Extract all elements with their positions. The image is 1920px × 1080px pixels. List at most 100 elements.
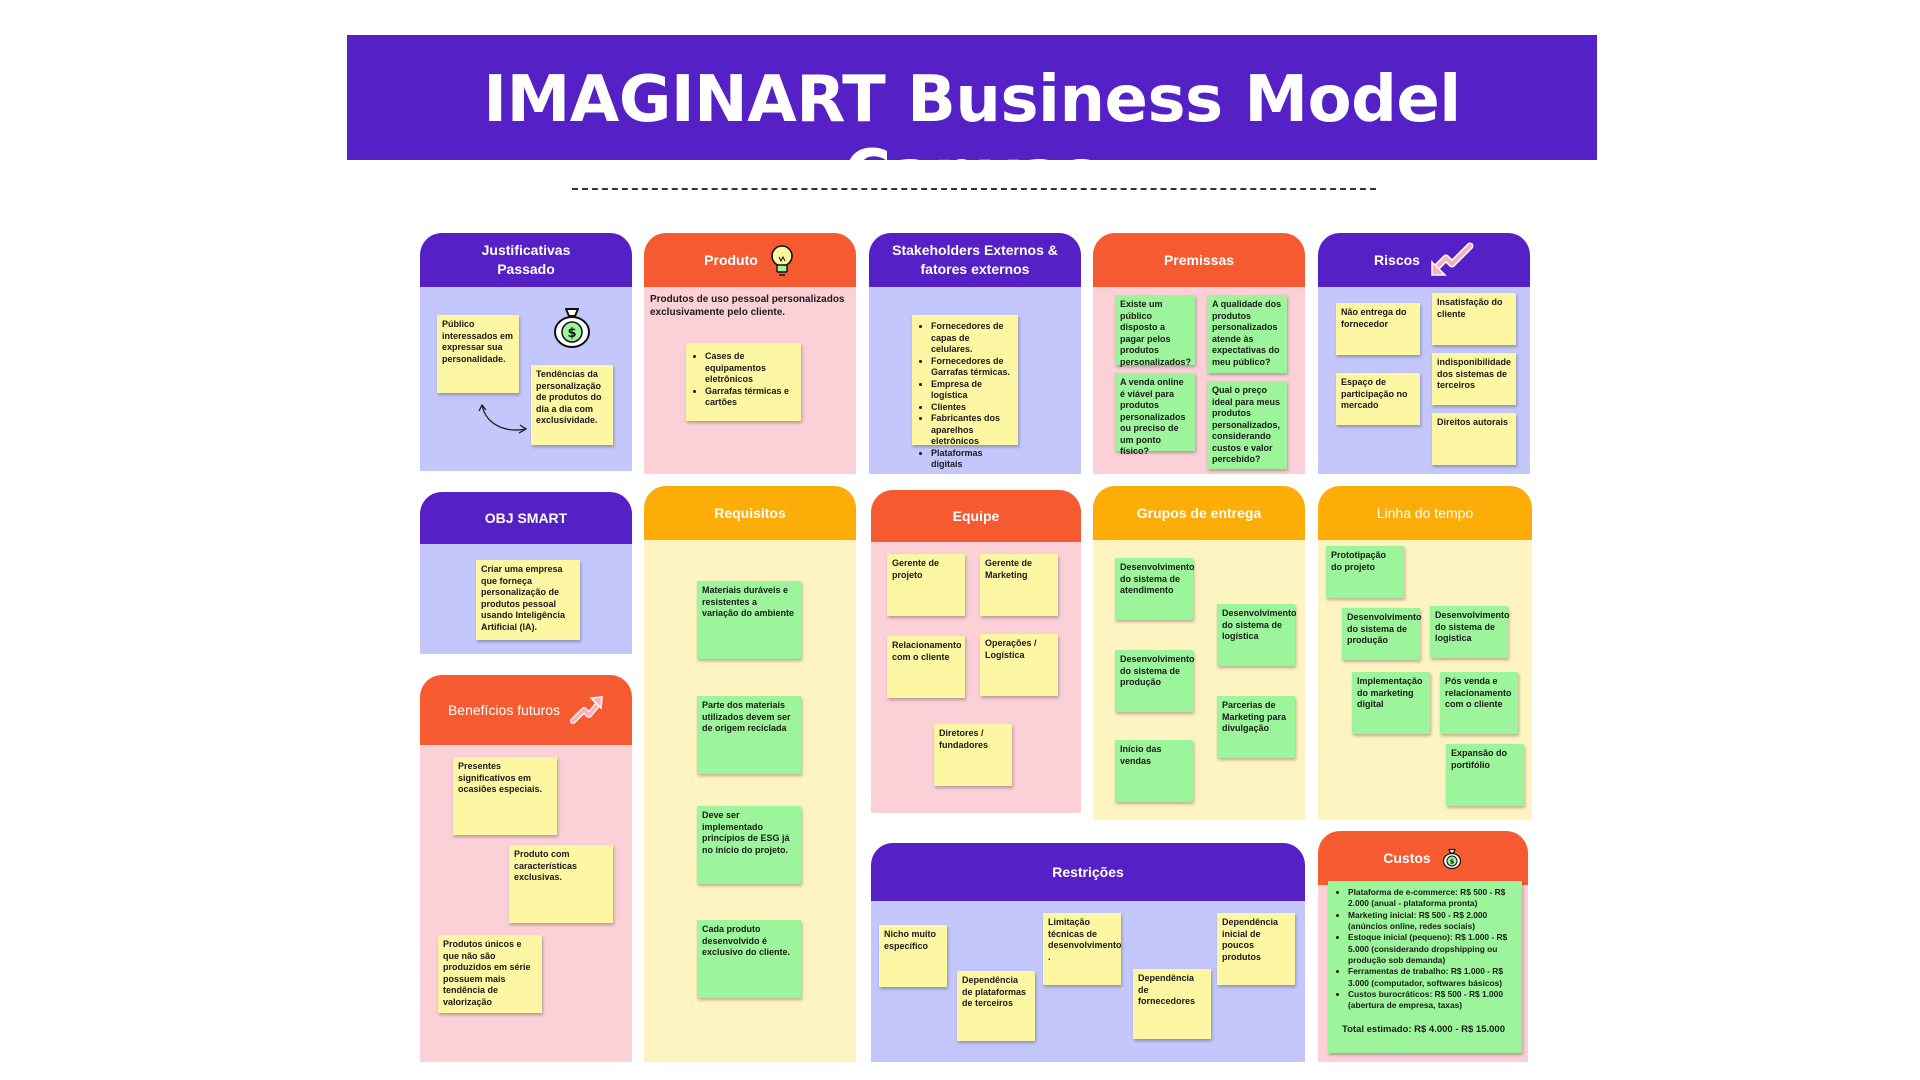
sticky-note: Insatisfação do cliente (1432, 293, 1516, 345)
panel-title: Stakeholders Externos & fatores externos (892, 242, 1058, 277)
panel-title: Justificativas Passado (481, 242, 571, 277)
sticky-note: Tendências da personalização de produtos… (531, 365, 613, 445)
sticky-note: Dependência de plataformas de terceiros (957, 971, 1035, 1041)
panel-stakeholders: Stakeholders Externos & fatores externos… (869, 233, 1081, 474)
list-item: Fornecedores de capas de celulares. (931, 321, 1013, 356)
panel-header: OBJ SMART (420, 492, 632, 544)
sticky-note: Qual o preço ideal para meus produtos pe… (1207, 381, 1287, 469)
panel-custos: Custos $ Plataforma de e-commerce: R$ 50… (1318, 831, 1528, 1062)
panel-header: Premissas (1093, 233, 1305, 287)
trend-down-icon (1430, 242, 1474, 278)
sticky-note: Gerente de Marketing (980, 554, 1058, 616)
panel-title: Grupos de entrega (1136, 504, 1262, 521)
list-item: Clientes (931, 402, 1013, 414)
panel-title: Custos (1383, 849, 1431, 866)
sticky-note: Dependência de fornecedores (1133, 969, 1211, 1039)
sticky-note: Parte dos materiais utilizados devem ser… (697, 696, 801, 774)
panel-header: Justificativas Passado (420, 233, 632, 287)
sticky-note: Dependência inicial de poucos produtos (1217, 913, 1295, 985)
panel-title: Equipe (952, 507, 1000, 524)
list-item: Empresa de logística (931, 379, 1013, 402)
title-banner: IMAGINART Business Model Canvas (347, 35, 1597, 211)
curved-arrow-icon (478, 401, 530, 442)
sticky-note: Prototipação do projeto (1326, 546, 1404, 598)
sticky-note: Espaço de participação no mercado (1336, 373, 1420, 425)
sticky-note: Desenvolvimento do sistema de logística (1217, 604, 1297, 666)
sticky-note: Operações / Logística (980, 634, 1058, 696)
sticky-note: Nicho muito específico (879, 925, 947, 987)
sticky-note: Implementação do marketing digital (1352, 672, 1430, 734)
panel-header: Grupos de entrega (1093, 486, 1305, 540)
sticky-note: Público interessados em expressar sua pe… (437, 315, 519, 393)
list-item: Marketing inicial: R$ 500 - R$ 2.000 (an… (1348, 910, 1518, 933)
sticky-note: Cases de equipamentos eletrônicosGarrafa… (686, 343, 801, 421)
panel-header: Stakeholders Externos & fatores externos (869, 233, 1081, 287)
sticky-note: Gerente de projeto (887, 554, 965, 616)
sticky-note: A venda online é viável para produtos pe… (1115, 373, 1195, 456)
sticky-note: Criar uma empresa que forneça personaliz… (476, 560, 580, 640)
panel-title: Requisitos (714, 504, 786, 521)
money-bag-icon: $ (550, 303, 594, 354)
sticky-note: Desenvolvimento do sistema de atendiment… (1115, 558, 1195, 620)
panel-obj-smart: OBJ SMART Criar uma empresa que forneça … (420, 492, 632, 654)
list-item: Plataforma de e-commerce: R$ 500 - R$ 2.… (1348, 887, 1518, 910)
list-item: Cases de equipamentos eletrônicos (705, 351, 796, 386)
panel-requisitos: Requisitos Materiais duráveis e resisten… (644, 486, 856, 1062)
panel-grupos: Grupos de entrega Desenvolvimento do sis… (1093, 486, 1305, 820)
costs-note (1328, 881, 1522, 1053)
panel-header: Riscos (1318, 233, 1530, 287)
panel-equipe: Equipe Gerente de projeto Gerente de Mar… (871, 490, 1081, 813)
sticky-note: Pós venda e relacionamento com o cliente (1440, 672, 1518, 734)
sticky-note: Expansão do portifólio (1446, 744, 1524, 806)
sticky-note: Existe um público disposto a pagar pelos… (1115, 295, 1195, 367)
panel-header: Linha do tempo (1318, 486, 1532, 540)
panel-title: Produto (704, 251, 758, 268)
panel-title: Premissas (1163, 251, 1235, 268)
panel-produto: Produto Produtos de uso pessoal personal… (644, 233, 856, 474)
panel-text: Produtos de uso pessoal personalizados e… (650, 294, 845, 318)
sticky-note: Não entrega do fornecedor (1336, 303, 1420, 355)
sticky-note: Materiais duráveis e resistentes a varia… (697, 581, 801, 659)
list-item: Estoque inicial (pequeno): R$ 1.000 - R$… (1348, 932, 1518, 966)
list-item: Fornecedores de Garrafas térmicas. (931, 356, 1013, 379)
panel-header: Custos $ (1318, 831, 1528, 885)
lightbulb-icon (768, 243, 796, 277)
sticky-note: Relacionamento com o cliente (887, 636, 965, 698)
page-title: IMAGINART Business Model Canvas (483, 63, 1461, 211)
svg-text:$: $ (567, 326, 576, 341)
panel-title: Linha do tempo (1376, 504, 1474, 521)
panel-header: Equipe (871, 490, 1081, 542)
panel-title: Benefícios futuros (447, 701, 561, 718)
sticky-note: Desenvolvimento do sistema de produção (1342, 608, 1422, 660)
panel-header: Benefícios futuros (420, 675, 632, 745)
list-item: Custos burocráticos: R$ 500 - R$ 1.000 (… (1348, 989, 1518, 1012)
money-bag-icon: $ (1441, 846, 1463, 870)
panel-title: Riscos (1374, 251, 1420, 268)
sticky-note: Produtos únicos e que não são produzidos… (438, 935, 542, 1013)
panel-linha-do-tempo: Linha do tempo Prototipação do projeto D… (1318, 486, 1532, 820)
trend-up-icon (570, 695, 604, 725)
sticky-note: Presentes significativos em ocasiões esp… (453, 757, 557, 835)
costs-total: Total estimado: R$ 4.000 - R$ 15.000 (1342, 1023, 1505, 1035)
sticky-note: Diretores / fundadores (934, 724, 1012, 786)
sticky-note: Cada produto desenvolvido é exclusivo do… (697, 920, 801, 998)
sticky-note: Desenvolvimento do sistema de produção (1115, 650, 1195, 712)
list-item: Ferramentas de trabalho: R$ 1.000 - R$ 3… (1348, 966, 1518, 989)
sticky-note: Deve ser implementado princípios de ESG … (697, 806, 801, 884)
panel-title: OBJ SMART (484, 509, 568, 526)
panel-beneficios: Benefícios futuros Presentes significati… (420, 675, 632, 1062)
panel-restricoes: Restrições Nicho muito específico Depend… (871, 843, 1305, 1062)
panel-header: Restrições (871, 843, 1305, 901)
sticky-note: Limitação técnicas de desenvolvimento . (1043, 913, 1122, 985)
panel-header: Requisitos (644, 486, 856, 540)
panel-premissas: Premissas Existe um público disposto a p… (1093, 233, 1305, 474)
svg-text:$: $ (1449, 858, 1454, 866)
sticky-note: Produto com características exclusivas. (509, 845, 613, 923)
list-item: Garrafas térmicas e cartões (705, 386, 796, 409)
panel-title: Restrições (1052, 863, 1124, 880)
sticky-note: Parcerias de Marketing para divulgação (1217, 696, 1295, 758)
list-item: Plataformas digitais (931, 448, 1013, 471)
sticky-note: indisponibilidade dos sistemas de tercei… (1432, 353, 1516, 405)
costs-list: Plataforma de e-commerce: R$ 500 - R$ 2.… (1336, 887, 1518, 1037)
list-item: Fabricantes dos aparelhos eletrônicos (931, 413, 1013, 448)
